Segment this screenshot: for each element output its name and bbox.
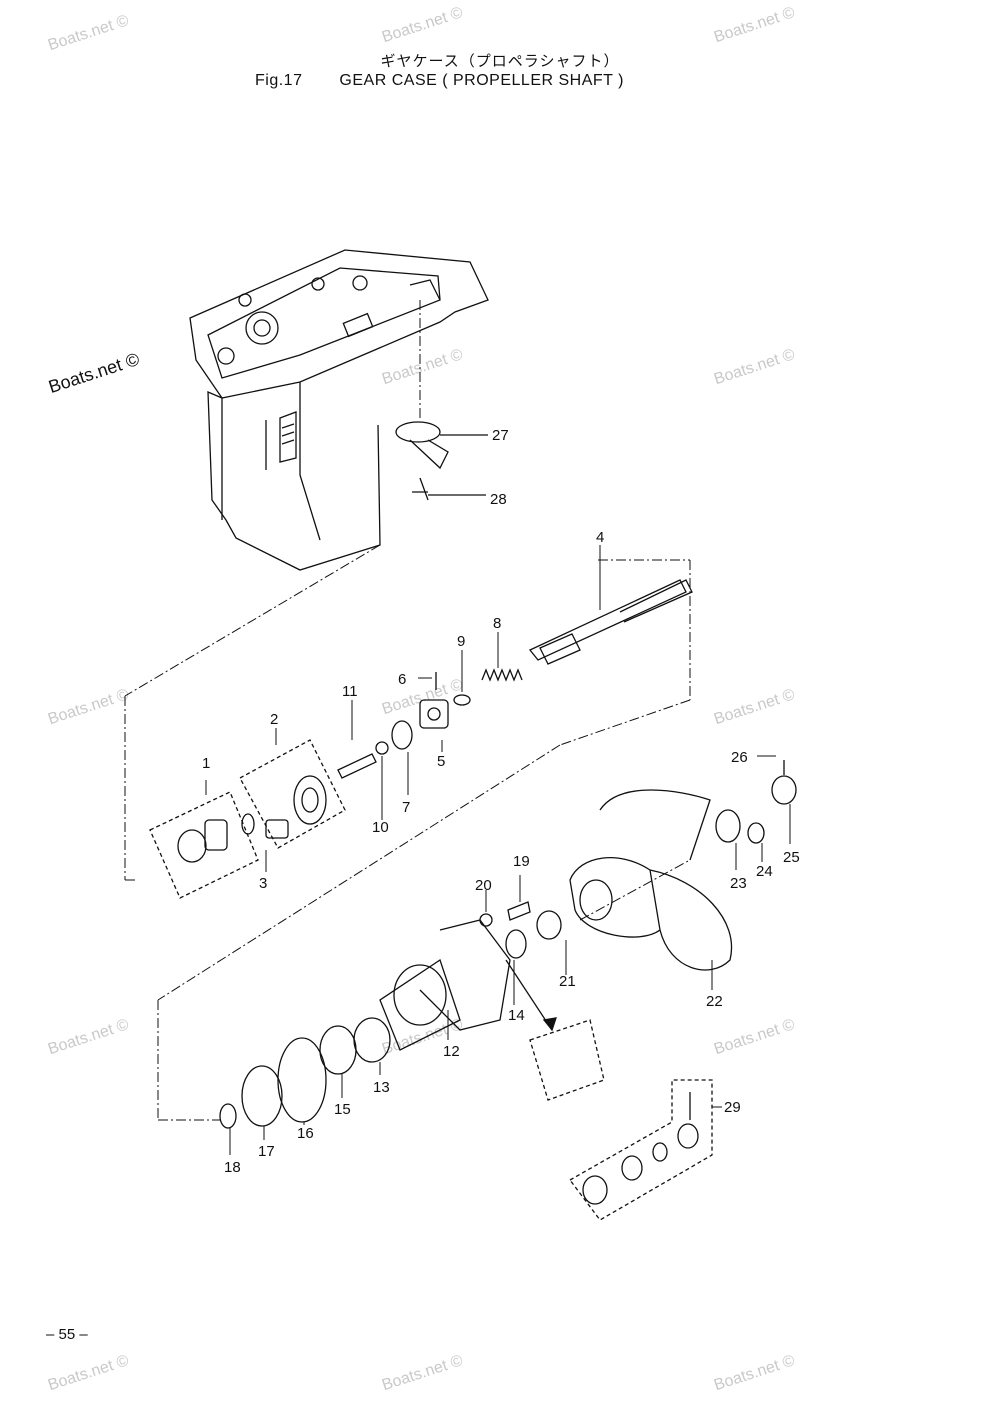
oil-seal-part [505,929,527,959]
label-leaders [205,545,791,1155]
clip-part [391,720,413,750]
part-label: 6 [398,671,406,688]
part-label: 5 [437,753,445,770]
part-label: 25 [783,849,800,866]
leader-lines [124,300,691,1121]
part-label: 24 [756,863,773,880]
part-labels: 1 2 3 4 5 6 7 8 9 10 11 12 13 14 15 16 1… [202,427,800,1176]
title-japanese: ギヤケース（プロペラシャフト） [380,52,620,70]
part-label: 8 [493,615,501,632]
part-label: 26 [731,749,748,766]
clutch-part [419,699,449,729]
rod-part [337,753,377,779]
plunger-part [453,694,471,706]
bolt-part [507,901,531,921]
detail-box [529,1019,605,1101]
arrowhead [542,1017,557,1032]
part-label: 1 [202,755,210,772]
bearing-part [177,819,228,863]
propeller [569,789,733,971]
ring-part [375,741,389,755]
washer-part [747,822,765,844]
part-1-group-box [149,791,259,899]
needle-bearing-part [353,1017,391,1063]
part-label: 7 [402,799,410,816]
part-label: 10 [372,819,389,836]
part-label: 13 [373,1079,390,1096]
o-ring-part [277,1037,327,1123]
figure-number: Fig.17 [255,72,303,89]
figure-title: Fig.17 GEAR CASE ( PROPELLER SHAFT ) [255,72,624,90]
part-label: 20 [475,877,492,894]
nut-part [771,760,797,805]
part-label: 12 [443,1043,460,1060]
washer-part [241,813,255,835]
part-label: 18 [224,1159,241,1176]
washer-part [479,913,493,927]
shim-part [219,1103,237,1129]
spacer-part [536,910,562,940]
part-label: 4 [596,529,604,546]
part-label: 22 [706,993,723,1010]
part-label: 14 [508,1007,525,1024]
figure-caption: GEAR CASE ( PROPELLER SHAFT ) [339,72,624,89]
anode-part [395,421,488,501]
kit-parts [582,1092,699,1205]
spring-part [481,668,523,682]
part-label: 17 [258,1143,275,1160]
propeller-shaft [528,579,693,665]
part-label: 15 [334,1101,351,1118]
part-label: 29 [724,1099,741,1116]
bearing-housing [379,919,511,1051]
part-29-kit-box [569,1079,713,1221]
ball-bearing-part [319,1025,357,1075]
part-label: 3 [259,875,267,892]
part-2-group-box [239,739,346,849]
part-label: 9 [457,633,465,650]
part-label: 2 [270,711,278,728]
gear-case-housing [189,249,489,571]
part-label: 16 [297,1125,314,1142]
part-label: 27 [492,427,509,444]
part-label: 19 [513,853,530,870]
page-number: – 55 – [46,1326,88,1343]
part-label: 21 [559,973,576,990]
thrust-washer-part [715,809,741,843]
part-label: 11 [342,683,358,700]
part-label: 23 [730,875,747,892]
part-label: 28 [490,491,507,508]
gear-part [265,775,327,839]
reverse-gear-part [241,1065,283,1127]
